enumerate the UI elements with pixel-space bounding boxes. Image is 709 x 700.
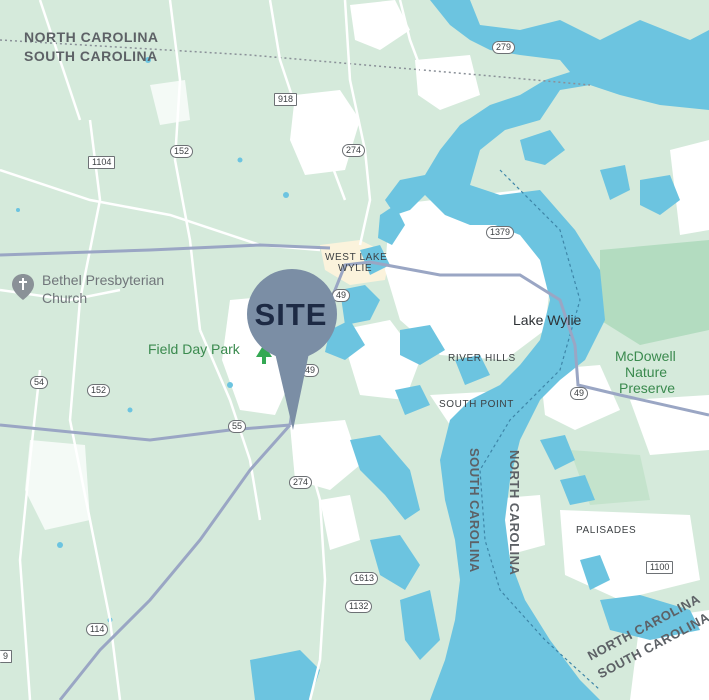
road-shield-274-bottom: 274 bbox=[289, 476, 313, 489]
road-shield-152-bottom: 152 bbox=[87, 384, 111, 397]
road-shield-274-top: 274 bbox=[342, 144, 366, 157]
local-roads bbox=[0, 0, 427, 700]
road-shield-1104: 1104 bbox=[88, 156, 116, 169]
poi-label-mcdowell-line1[interactable]: McDowell bbox=[615, 348, 676, 364]
poi-label-mcdowell-line2[interactable]: Nature bbox=[625, 364, 668, 380]
town-label-river-hills: RIVER HILLS bbox=[448, 353, 516, 364]
town-label-palisades: PALISADES bbox=[576, 525, 637, 536]
state-boundary-river bbox=[479, 169, 601, 691]
poi-label-field-day-park[interactable]: Field Day Park bbox=[148, 341, 240, 357]
town-label-wylie: WYLIE bbox=[338, 263, 373, 274]
road-shield-1100: 1100 bbox=[646, 561, 674, 574]
state-label-north-carolina-top: NORTH CAROLINA bbox=[24, 29, 159, 45]
poi-label-bethel-line2[interactable]: Church bbox=[42, 290, 88, 306]
road-shield-152-top: 152 bbox=[170, 145, 194, 158]
road-shield-55: 55 bbox=[228, 420, 247, 433]
town-label-south-point: SOUTH POINT bbox=[439, 399, 514, 410]
ponds bbox=[16, 57, 289, 623]
poi-label-mcdowell-line3[interactable]: Preserve bbox=[619, 380, 676, 396]
urban-area-14 bbox=[25, 440, 90, 530]
park-tree-icon[interactable] bbox=[255, 343, 273, 365]
place-label-lake-wylie[interactable]: Lake Wylie bbox=[513, 312, 582, 328]
urban-area-8 bbox=[290, 420, 360, 490]
road-shield-49-east: 49 bbox=[570, 387, 589, 400]
urban-area-2 bbox=[350, 0, 410, 50]
road-shield-54: 54 bbox=[30, 376, 49, 389]
town-label-west-lake: WEST LAKE bbox=[325, 252, 388, 263]
state-label-south-carolina-top: SOUTH CAROLINA bbox=[24, 48, 158, 64]
poi-label-bethel-line1[interactable]: Bethel Presbyterian bbox=[42, 272, 165, 288]
urban-area-3 bbox=[415, 55, 480, 110]
urban-area-16 bbox=[320, 495, 360, 550]
road-shield-918: 918 bbox=[274, 93, 298, 106]
state-label-south-carolina-river: SOUTH CAROLINA bbox=[467, 448, 482, 573]
state-boundary-line bbox=[0, 39, 591, 86]
park-area-mcdowell bbox=[600, 240, 709, 345]
lake-wylie-water bbox=[250, 0, 709, 700]
site-marker-label[interactable]: SITE bbox=[254, 297, 328, 332]
road-shield-1379: 1379 bbox=[486, 226, 515, 239]
road-shield-1132: 1132 bbox=[345, 600, 373, 613]
urban-area-18 bbox=[670, 140, 709, 235]
road-shield-9-edge: 9 bbox=[0, 650, 13, 663]
road-shield-1613: 1613 bbox=[350, 572, 379, 585]
road-shield-114: 114 bbox=[86, 623, 109, 636]
road-shield-49-west: 49 bbox=[332, 289, 351, 302]
state-label-north-carolina-river: NORTH CAROLINA bbox=[507, 450, 522, 576]
road-shield-279: 279 bbox=[492, 41, 516, 54]
church-cross-icon[interactable] bbox=[11, 273, 35, 301]
map-pin-icon[interactable] bbox=[245, 268, 341, 434]
